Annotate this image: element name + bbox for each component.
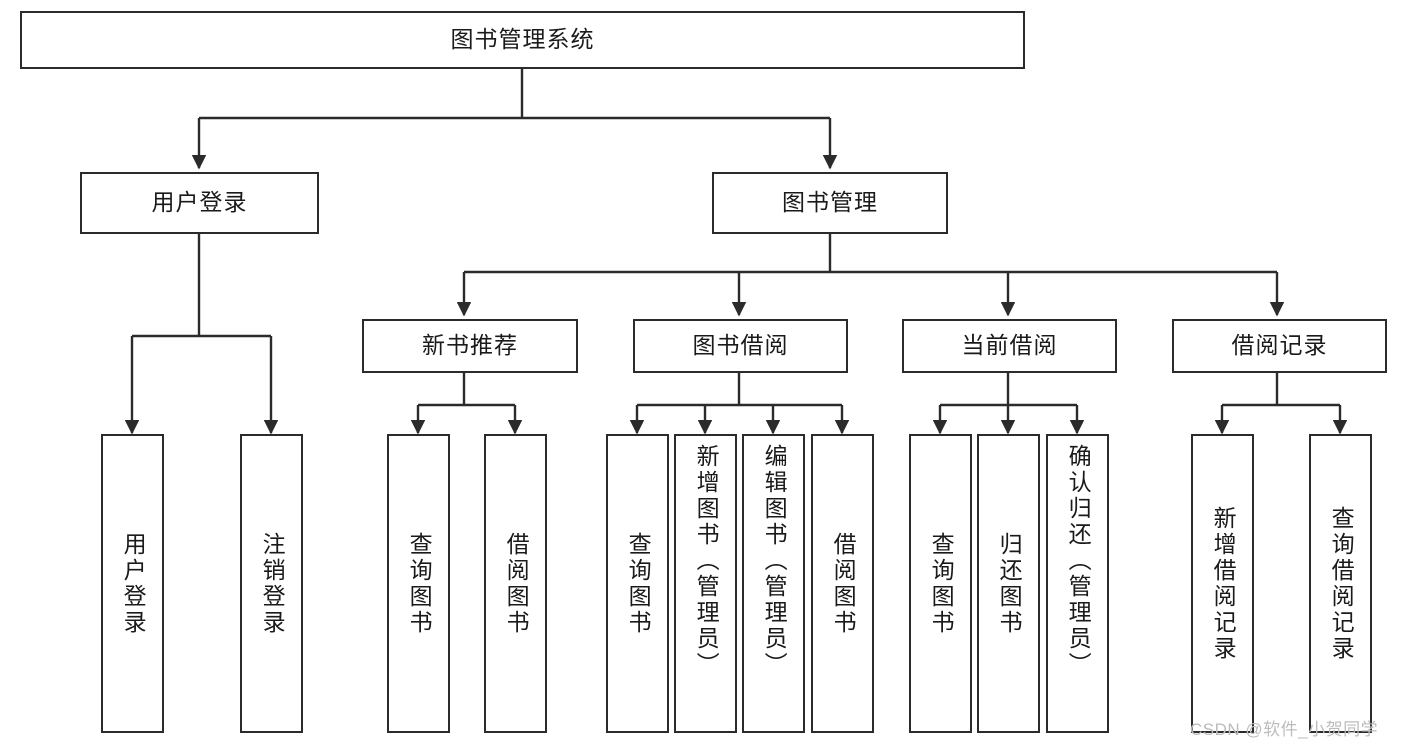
node-current-borrow[interactable]: 当前借阅 [902,319,1117,373]
node-leaf-return-book[interactable]: 归还图书 [977,434,1040,733]
node-user-login-label: 用户登录 [151,189,248,216]
csdn-watermark: CSDN @软件_小贺同学 [1190,720,1379,739]
node-leaf-edit-book-label: 编辑图书（管理员） [761,444,788,678]
node-leaf-query-book-2[interactable]: 查询图书 [606,434,669,733]
node-leaf-confirm-return[interactable]: 确认归还（管理员） [1046,434,1109,733]
node-root-label: 图书管理系统 [450,26,595,53]
node-leaf-query-book-3[interactable]: 查询图书 [909,434,972,733]
node-leaf-borrow-book-1-label: 借阅图书 [503,531,530,636]
node-leaf-logout-label: 注销登录 [259,531,286,636]
node-leaf-query-book-1[interactable]: 查询图书 [387,434,450,733]
node-borrow-record[interactable]: 借阅记录 [1172,319,1387,373]
node-leaf-logout[interactable]: 注销登录 [240,434,303,733]
node-new-book-rec[interactable]: 新书推荐 [362,319,578,373]
node-leaf-query-book-3-label: 查询图书 [928,531,955,636]
node-leaf-query-book-1-label: 查询图书 [406,531,433,636]
node-new-book-rec-label: 新书推荐 [422,332,518,359]
node-root[interactable]: 图书管理系统 [20,11,1025,69]
node-leaf-borrow-book-2[interactable]: 借阅图书 [811,434,874,733]
node-leaf-user-login[interactable]: 用户登录 [101,434,164,733]
node-book-borrow[interactable]: 图书借阅 [633,319,848,373]
node-book-mgmt[interactable]: 图书管理 [712,172,948,234]
node-leaf-return-book-label: 归还图书 [996,531,1023,636]
node-borrow-record-label: 借阅记录 [1231,332,1328,359]
node-leaf-edit-book[interactable]: 编辑图书（管理员） [742,434,805,733]
node-leaf-add-book-label: 新增图书（管理员） [693,444,720,678]
node-leaf-add-record[interactable]: 新增借阅记录 [1191,434,1254,733]
node-user-login[interactable]: 用户登录 [80,172,319,234]
node-leaf-add-book[interactable]: 新增图书（管理员） [674,434,737,733]
node-book-mgmt-label: 图书管理 [782,189,878,216]
node-leaf-query-book-2-label: 查询图书 [625,531,652,636]
node-leaf-query-record-label: 查询借阅记录 [1328,505,1355,662]
node-current-borrow-label: 当前借阅 [961,332,1058,359]
node-book-borrow-label: 图书借阅 [692,332,789,359]
node-leaf-query-record[interactable]: 查询借阅记录 [1309,434,1372,733]
node-leaf-confirm-return-label: 确认归还（管理员） [1065,444,1092,678]
node-leaf-borrow-book-2-label: 借阅图书 [830,531,857,636]
node-leaf-user-login-label: 用户登录 [120,531,147,636]
node-leaf-borrow-book-1[interactable]: 借阅图书 [484,434,547,733]
node-leaf-add-record-label: 新增借阅记录 [1210,505,1237,662]
